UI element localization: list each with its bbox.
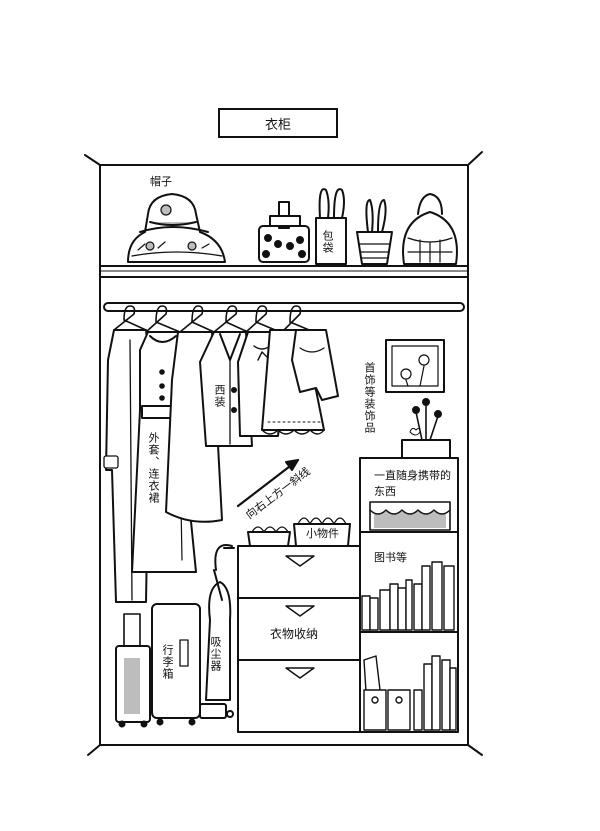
suit-label: 西装 [213, 384, 226, 408]
books-upper [361, 561, 455, 631]
hangers [113, 305, 315, 333]
hat-label: 帽子 [150, 175, 172, 188]
suitcase-right [151, 603, 201, 726]
accessories-label: 首饰等装饰品 [363, 362, 376, 434]
coat-label: 外套、连衣裙 [147, 432, 160, 504]
wardrobe-frame [84, 151, 483, 756]
vacuum-label: 吸尘器 [209, 636, 222, 672]
framed-flower-picture [385, 339, 445, 393]
page-title: 衣柜 [218, 108, 338, 138]
small-items-label: 小物件 [306, 527, 339, 540]
basket-icon [356, 199, 393, 265]
hat-icon [127, 193, 226, 263]
bag-label: 包袋 [321, 230, 334, 254]
accessory-stand-icon [401, 398, 451, 459]
suitcase-label: 行李箱 [161, 644, 174, 680]
top-shelf [99, 265, 469, 278]
tote-bag-icon [315, 188, 347, 265]
small-garment [291, 329, 339, 401]
books-lower [363, 655, 457, 731]
vacuum-cleaner-icon [199, 544, 235, 719]
books-label: 图书等 [374, 551, 407, 564]
page-title-text: 衣柜 [264, 117, 291, 133]
dotted-handbag-icon [258, 201, 310, 263]
small-item-boxes [247, 517, 351, 547]
round-handbag-icon [402, 193, 458, 265]
diagonal-arrow [236, 458, 300, 508]
chest-of-drawers [237, 545, 361, 733]
suitcase-left [115, 613, 151, 728]
storage-label: 衣物收纳 [270, 627, 319, 641]
carry-items-label: 一直随身携带的东西 [374, 469, 451, 498]
